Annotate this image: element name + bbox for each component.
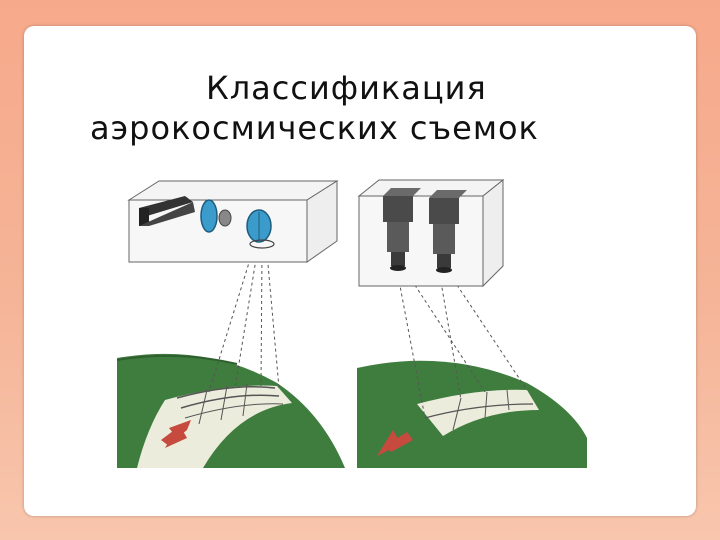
survey-diagram bbox=[117, 178, 587, 468]
right-panel-camera bbox=[357, 178, 587, 468]
title-line-2: аэрокосмических съемок bbox=[24, 108, 696, 148]
title-line-1: Классификация bbox=[24, 68, 696, 108]
left-panel-scanner bbox=[117, 178, 347, 468]
camera-satellite-icon bbox=[359, 180, 503, 286]
scanner-satellite-icon bbox=[129, 181, 337, 262]
survey-illustration bbox=[117, 178, 587, 468]
slide-title: Классификация аэрокосмических съемок bbox=[24, 68, 696, 148]
slide-card: Классификация аэрокосмических съемок bbox=[24, 26, 696, 516]
